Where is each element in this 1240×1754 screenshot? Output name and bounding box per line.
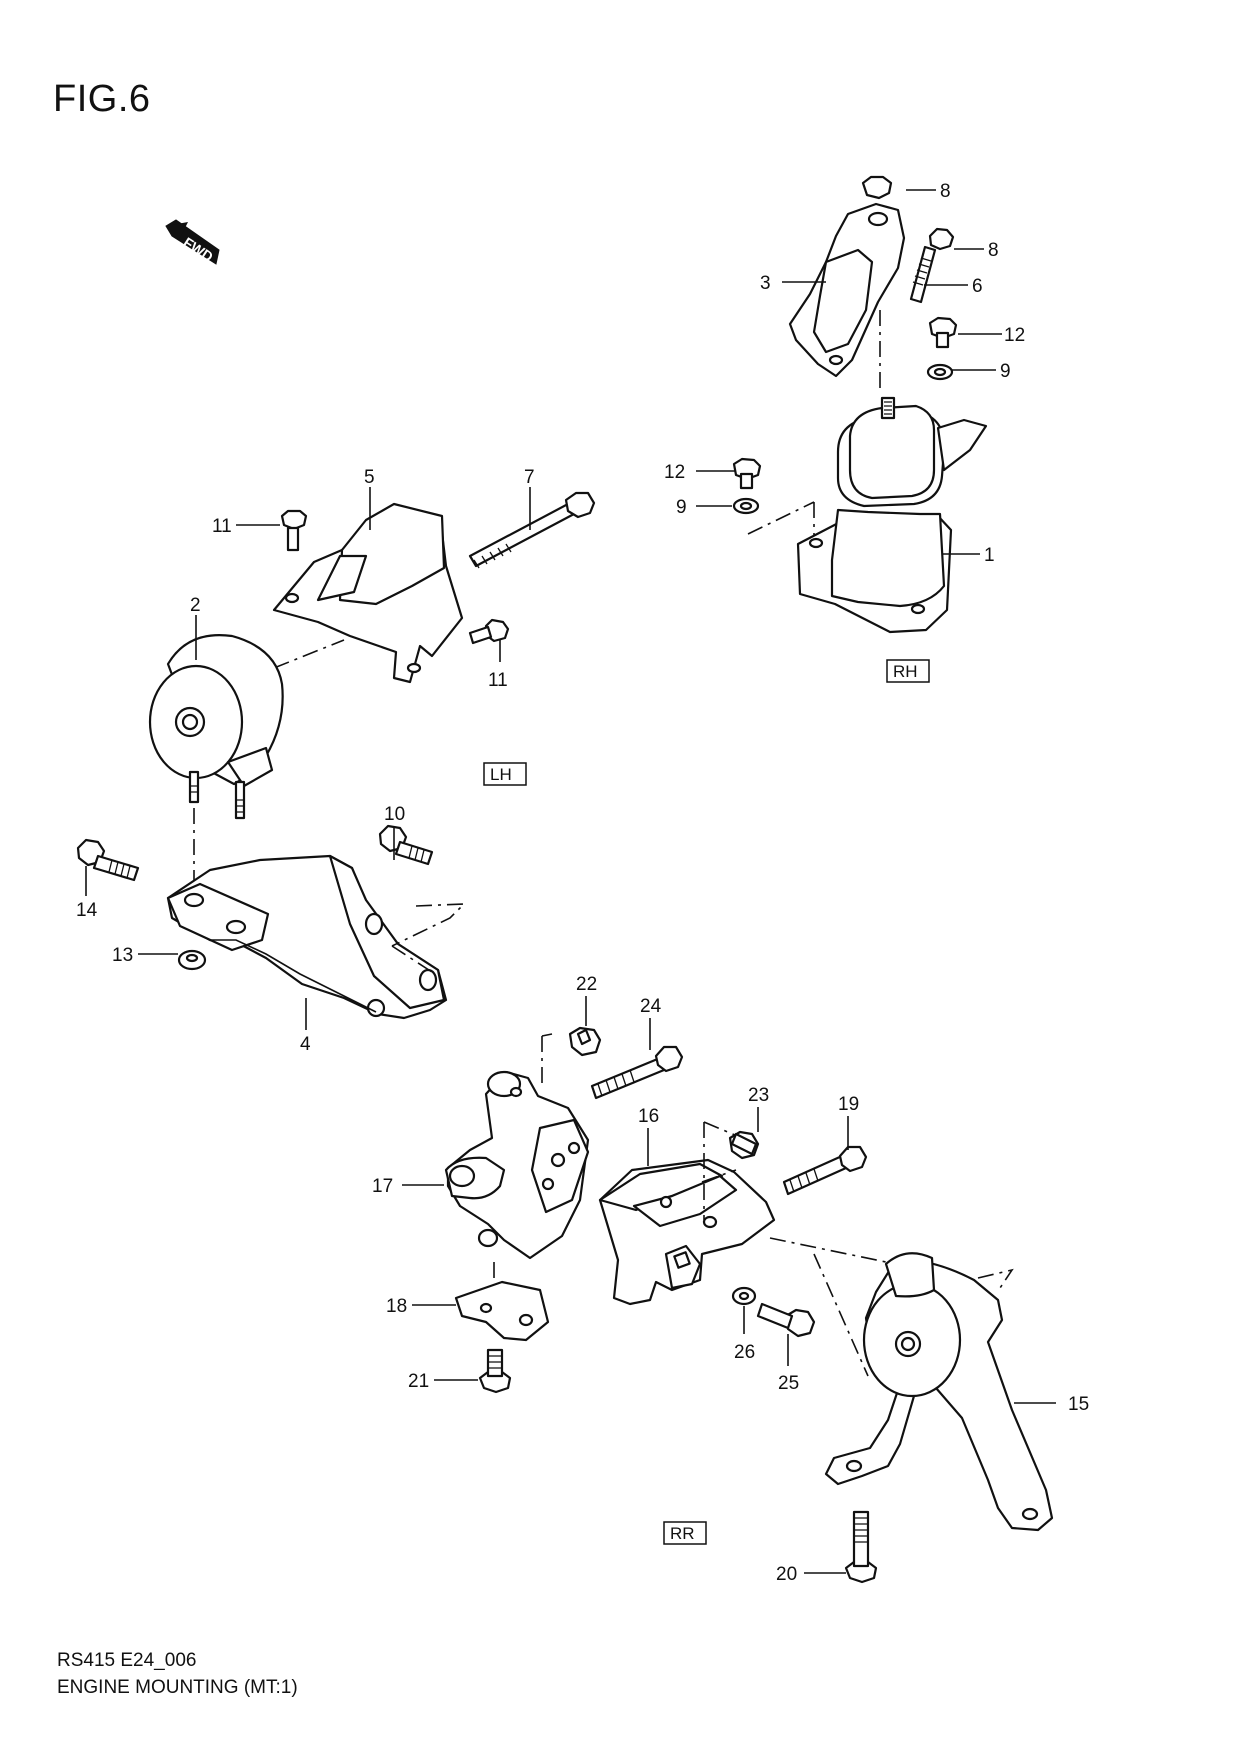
- callout-11: 11: [212, 516, 232, 537]
- callout-13: 13: [112, 945, 133, 966]
- callout-12: 12: [1004, 325, 1025, 346]
- callout-11: 11: [488, 670, 508, 691]
- callout-18: 18: [386, 1296, 407, 1317]
- callout-8: 8: [940, 181, 951, 202]
- part-4-lower-bracket: [168, 856, 464, 1018]
- callout-2: 2: [190, 595, 201, 616]
- callout-21: 21: [408, 1371, 429, 1392]
- lower-lh-group: [78, 826, 464, 1018]
- rear-mount-group: [446, 1028, 1052, 1582]
- section-tag-rr: RR: [664, 1522, 706, 1544]
- part-3-rh-bracket: [790, 204, 904, 390]
- callout-10: 10: [384, 804, 405, 825]
- callout-24: 24: [640, 996, 662, 1017]
- callout-4: 4: [300, 1034, 311, 1055]
- fwd-arrow-icon: FWD: [166, 220, 219, 265]
- part-7-long-bolt: [470, 493, 594, 568]
- callout-19: 19: [838, 1094, 859, 1115]
- svg-text:LH: LH: [490, 765, 512, 784]
- callout-5: 5: [364, 467, 375, 488]
- callout-9: 9: [1000, 361, 1011, 382]
- callout-17: 17: [372, 1176, 393, 1197]
- part-13-nut: [179, 951, 205, 969]
- callout-14: 14: [76, 900, 98, 921]
- part-2-lh-mount: [150, 635, 283, 888]
- callout-20: 20: [776, 1564, 797, 1585]
- part-1-rh-mount: [748, 398, 986, 632]
- section-tag-lh: LH: [484, 763, 526, 785]
- part-10-bolt: [380, 826, 432, 864]
- svg-text:RR: RR: [670, 1524, 695, 1543]
- part-5-lh-bracket: [274, 504, 462, 682]
- svg-text:RH: RH: [893, 662, 918, 681]
- section-tag-rh: RH: [887, 660, 929, 682]
- callout-16: 16: [638, 1106, 659, 1127]
- lh-mount-group: [150, 493, 594, 888]
- part-15-rear-mount: [770, 1238, 1052, 1530]
- callout-3: 3: [760, 273, 771, 294]
- rh-mount-group: [734, 177, 986, 632]
- callout-9: 9: [676, 497, 687, 518]
- part-18-plate: [456, 1282, 548, 1340]
- callout-25: 25: [778, 1373, 799, 1394]
- callout-26: 26: [734, 1342, 755, 1363]
- part-17-rear-bracket: [446, 1034, 588, 1298]
- callout-6: 6: [972, 276, 983, 297]
- callout-12: 12: [664, 462, 685, 483]
- figure-code: RS415 E24_006: [57, 1650, 196, 1672]
- part-14-bolt: [78, 840, 138, 880]
- figure-name: ENGINE MOUNTING (MT:1): [57, 1677, 298, 1699]
- callout-8: 8: [988, 240, 999, 261]
- callout-22: 22: [576, 974, 597, 995]
- callout-15: 15: [1068, 1394, 1089, 1415]
- callout-7: 7: [524, 467, 535, 488]
- callout-23: 23: [748, 1085, 769, 1106]
- callout-1: 1: [984, 545, 995, 566]
